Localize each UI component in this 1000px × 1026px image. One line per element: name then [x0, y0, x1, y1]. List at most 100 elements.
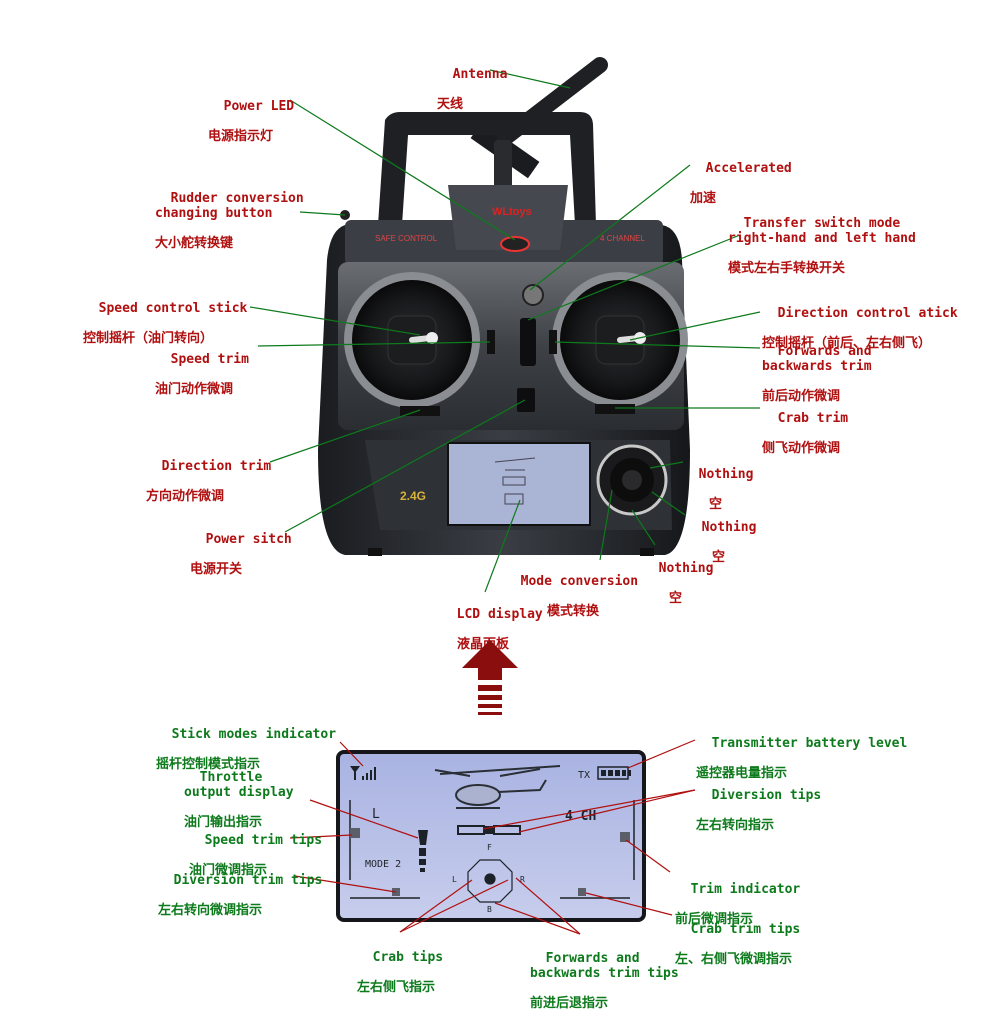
crab-trim-bar	[560, 888, 630, 899]
mode-indicator: MODE 2	[365, 859, 401, 870]
crab-tips-label-en: Crab tips	[372, 950, 444, 965]
nothing-label-1-zh: 空	[709, 497, 723, 512]
leader-lines-top	[249, 69, 761, 593]
power-switch-label: Power sitch 电源开关	[190, 517, 292, 592]
nothing-label-2-zh: 空	[712, 550, 726, 565]
direction-control-stick-label: Direction control atick 控制摇杆（前后、左右侧飞）	[762, 291, 958, 366]
speed-trim-bar	[349, 800, 360, 880]
crab-trim-switch[interactable]	[595, 404, 635, 414]
battery-icon	[597, 766, 631, 780]
accelerated-button[interactable]	[522, 284, 544, 306]
mode-conversion-label-zh: 模式转换	[547, 604, 600, 619]
crab-tips-label: Crab tips 左右侧飞指示	[357, 935, 443, 1010]
carry-handle	[378, 112, 596, 225]
antenna-label: Antenna 天线	[437, 52, 507, 127]
throttle-output-label-zh: 油门输出指示	[184, 815, 263, 830]
right-stick-gimbal[interactable]	[552, 272, 688, 408]
tx-label: TX	[578, 770, 590, 781]
trim-indicator-label-en: Trim indicator	[690, 882, 801, 897]
power-led-label-en: Power LED	[223, 99, 295, 114]
stick-mode-signal-icon	[350, 766, 376, 780]
transmitter-battery-label-en: Transmitter battery level	[711, 736, 908, 751]
crab-trim-label-zh: 侧飞动作微调	[762, 441, 841, 456]
fwd-back-trim-tips-label-en: Forwards and backwards trim tips	[530, 951, 679, 981]
rudder-conversion-label-en: Rudder conversion changing button	[155, 191, 304, 221]
mode-conversion-label: Mode conversion 模式转换	[505, 559, 638, 634]
power-led-label: Power LED 电源指示灯	[208, 84, 294, 159]
transmitter-battery-label-zh: 遥控器电量指示	[696, 766, 788, 781]
accelerated-label: Accelerated 加速	[690, 146, 792, 221]
power-led-label-zh: 电源指示灯	[208, 129, 274, 144]
dir-r: R	[520, 875, 525, 884]
crab-trim-tips-label-zh: 左、右侧飞微调指示	[675, 952, 793, 967]
direction-pad: F B L R	[452, 843, 525, 914]
rate-indicator: L	[372, 807, 380, 822]
nothing-label-1-en: Nothing	[698, 467, 754, 482]
speed-control-stick-label: Speed control stick 控制摇杆（油门转向）	[83, 286, 247, 361]
stick-modes-indicator-label-zh: 摇杆控制模式指示	[156, 757, 261, 772]
nothing-label-3-en: Nothing	[658, 561, 714, 576]
mode-conversion-label-en: Mode conversion	[520, 574, 639, 589]
diversion-trim-tips-label-en: Diversion trim tips	[173, 873, 323, 888]
transmitter-illustration: SAFE CONTROL 4 CHANNEL WLtoys 2.4G	[318, 57, 690, 556]
dir-b: B	[487, 905, 492, 914]
antenna-label-en: Antenna	[452, 67, 508, 82]
nothing-label-2: Nothing 空	[686, 505, 757, 580]
forwards-backwards-trim-label: Forwards and backwards trim 前后动作微调	[762, 329, 872, 419]
transfer-switch-label-zh: 模式左右手转换开关	[728, 261, 846, 276]
direction-control-stick-label-zh: 控制摇杆（前后、左右侧飞）	[762, 336, 932, 351]
direction-trim-label: Direction trim 方向动作微调	[146, 444, 271, 519]
brand-logo: WLtoys	[492, 206, 532, 218]
lcd-window	[447, 442, 591, 526]
direction-trim-switch[interactable]	[400, 406, 440, 416]
lcd-window-content	[494, 457, 536, 505]
up-arrow	[462, 640, 518, 715]
transfer-switch[interactable]	[520, 318, 536, 366]
leader-lines-bottom	[289, 739, 696, 935]
accelerated-label-zh: 加速	[690, 191, 717, 206]
band-label: 2.4G	[400, 489, 426, 503]
nothing-label-3: Nothing 空	[643, 546, 714, 621]
stick-modes-indicator-label: Stick modes indicator 摇杆控制模式指示	[156, 712, 336, 787]
dir-l: L	[452, 875, 457, 884]
diversion-trim-tips-label-zh: 左右转向微调指示	[158, 903, 263, 918]
nothing-label-3-zh: 空	[669, 591, 683, 606]
fwd-back-trim-tips-label-zh: 前进后退指示	[530, 996, 609, 1011]
speed-trim-label-en: Speed trim	[170, 352, 249, 367]
diversion-tips-label: Diversion tips 左右转向指示	[696, 773, 821, 848]
power-led	[500, 236, 530, 252]
crab-tips-label-zh: 左右侧飞指示	[357, 980, 436, 995]
throttle-output-label-en: Throttle output display	[184, 770, 294, 800]
right-panel-text: 4 CHANNEL	[600, 234, 645, 243]
direction-control-stick-label-en: Direction control atick	[777, 306, 958, 321]
fwd-back-trim-tips-label: Forwards and backwards trim tips 前进后退指示	[530, 936, 679, 1026]
left-stick-gimbal[interactable]	[344, 272, 480, 408]
speed-trim-switch[interactable]	[487, 330, 495, 354]
speed-trim-tips-label-zh: 油门微调指示	[189, 863, 268, 878]
lcd-panel: TX L 4 CH MODE 2 F B L R	[336, 750, 646, 922]
antenna-label-zh: 天线	[437, 97, 464, 112]
feet	[368, 548, 382, 556]
speed-trim-label-zh: 油门动作微调	[155, 382, 234, 397]
speed-trim-tips-label-en: Speed trim tips	[204, 833, 323, 848]
forward-trim-bar	[620, 800, 635, 880]
trim-indicator-label-zh: 前后微调指示	[675, 912, 754, 927]
helicopter-icon	[434, 765, 561, 809]
forwards-backwards-trim-switch[interactable]	[549, 330, 557, 354]
throttle-output-label: Throttle output display 油门输出指示	[184, 755, 294, 845]
nothing-label-1: Nothing 空	[683, 452, 754, 527]
forwards-backwards-trim-label-zh: 前后动作微调	[762, 389, 841, 404]
nothing-label-2-en: Nothing	[701, 520, 757, 535]
direction-trim-label-zh: 方向动作微调	[146, 489, 225, 504]
feet-right	[640, 548, 654, 556]
crab-trim-label-en: Crab trim	[777, 411, 849, 426]
forwards-backwards-trim-label-en: Forwards and backwards trim	[762, 344, 872, 374]
power-switch[interactable]	[517, 388, 535, 412]
diversion-tips-label-en: Diversion tips	[711, 788, 822, 803]
mode-dial[interactable]	[596, 444, 668, 516]
throttle-output-bar	[418, 830, 428, 872]
trim-indicator-label: Trim indicator 前后微调指示	[675, 867, 800, 942]
rudder-conversion-label-zh: 大小舵转换键	[155, 236, 234, 251]
crab-trim-tips-label: Crab trim tips 左、右侧飞微调指示	[675, 907, 800, 982]
transmitter-battery-label: Transmitter battery level 遥控器电量指示	[696, 721, 907, 796]
